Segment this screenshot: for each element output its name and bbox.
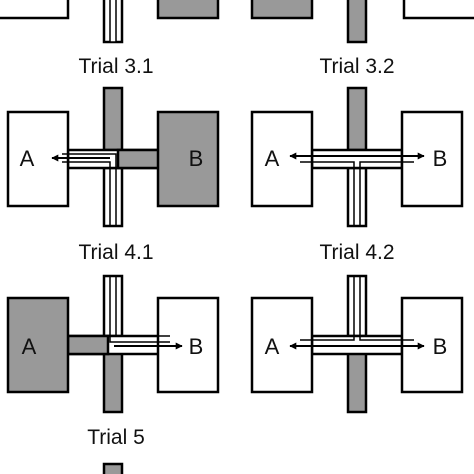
- room-left-remnant: [0, 0, 70, 20]
- trial-4-1-maze: [6, 274, 220, 414]
- room-b-label: B: [189, 334, 204, 359]
- trial-4-2-maze: [250, 274, 464, 414]
- corridor-remnant-shaded: [346, 0, 368, 44]
- room-a-label: A: [265, 334, 280, 359]
- room-right-remnant: [402, 0, 474, 20]
- trial-2-2-maze-partial: [250, 0, 474, 44]
- room-a-label: A: [20, 146, 35, 171]
- room-a-label: A: [22, 334, 37, 359]
- top-arm-shaded: [102, 86, 124, 152]
- bottom-arm-shaded: [102, 350, 124, 414]
- room-b-label: B: [189, 146, 204, 171]
- top-arm-remnant-shaded: [102, 462, 124, 474]
- path-line-inner: [62, 161, 111, 226]
- corridor-left-shaded: [66, 334, 110, 356]
- trial-4-2-title: Trial 4.2: [319, 241, 394, 264]
- path-line-right: [359, 276, 414, 341]
- horizontal-corridor: [310, 148, 404, 170]
- bottom-arm-shaded: [346, 350, 368, 414]
- room-b: [156, 296, 220, 394]
- trial-3-1-maze: [6, 86, 220, 228]
- trial-5-maze-partial: [102, 462, 124, 474]
- room-right-remnant-shaded: [156, 0, 220, 20]
- room-b-shaded: [156, 110, 220, 208]
- room-b-label: B: [433, 334, 448, 359]
- room-b: [400, 110, 464, 208]
- bottom-arm: [102, 166, 124, 228]
- room-a: [250, 110, 314, 208]
- trial-4-1-title: Trial 4.1: [78, 241, 153, 264]
- room-a: [250, 296, 314, 394]
- path-line-inner: [115, 276, 170, 337]
- room-a-shaded: [6, 296, 70, 394]
- room-b: [400, 296, 464, 394]
- trial-3-2-maze: [250, 86, 464, 228]
- path-line: [109, 276, 170, 343]
- room-left-remnant-shaded: [250, 0, 314, 20]
- bottom-arm: [346, 166, 368, 228]
- path-line: [62, 153, 117, 226]
- trial-3-1-title: Trial 3.1: [78, 55, 153, 78]
- trial-3-2-title: Trial 3.2: [319, 55, 394, 78]
- corridor-right-shaded: [116, 148, 162, 170]
- trial-5-title: Trial 5: [87, 426, 145, 449]
- room-a-label: A: [265, 146, 280, 171]
- path-line-left: [300, 276, 355, 341]
- room-b-label: B: [433, 146, 448, 171]
- path-line-right: [359, 161, 414, 226]
- path-remnant: [109, 0, 117, 43]
- top-arm-shaded: [346, 86, 368, 152]
- room-a: [6, 110, 70, 208]
- top-arm: [346, 274, 368, 338]
- top-arm: [102, 274, 124, 338]
- trial-2-1-maze-partial: [0, 0, 220, 44]
- path-line-left: [300, 161, 355, 226]
